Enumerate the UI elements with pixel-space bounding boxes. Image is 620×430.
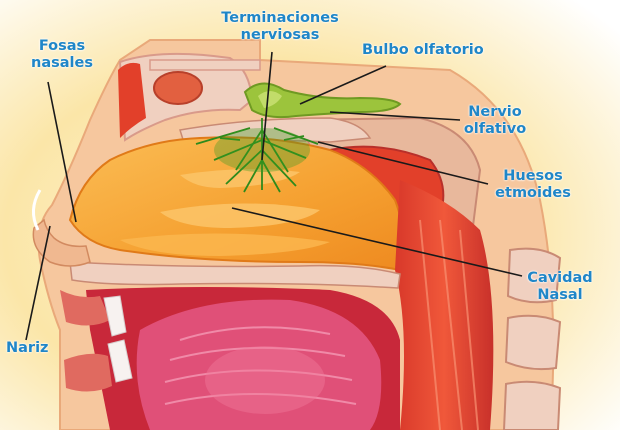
muscle-fibers [419, 219, 479, 430]
label-nariz: Nariz [6, 340, 48, 357]
skull-top-bone [149, 59, 261, 71]
label-nervio-olfativo: Nervio olfativo [452, 104, 538, 138]
nerve-endings-mass [214, 128, 310, 172]
label-bulbo-olfatorio: Bulbo olfatorio [362, 42, 484, 59]
leader-cavidad [231, 207, 523, 277]
vertebra-2 [504, 314, 562, 371]
leader-fosas [47, 81, 77, 223]
label-huesos-line2: etmoides [495, 185, 571, 201]
label-terminaciones-line1: Terminaciones [221, 10, 339, 26]
vertebra-3 [502, 380, 562, 430]
label-cavidad-line1: Cavidad [527, 270, 593, 286]
lower-incisor [107, 339, 133, 383]
leader-nariz [25, 225, 51, 341]
label-fosas-nasales: Fosas nasales [18, 38, 106, 72]
label-fosas-line2: nasales [31, 55, 93, 71]
vertebra-1 [506, 247, 562, 304]
hard-palate [69, 261, 401, 289]
leader-lines [25, 51, 523, 341]
upper-incisor [103, 295, 127, 337]
label-terminaciones-nerviosas: Terminaciones nerviosas [206, 10, 354, 44]
pharynx-muscle [395, 180, 494, 430]
upper-lip [60, 290, 110, 326]
label-huesos-line1: Huesos [503, 168, 563, 184]
frontal-muscle [118, 62, 146, 138]
label-terminaciones-line2: nerviosas [240, 27, 320, 43]
nostril-line [32, 189, 42, 231]
leader-huesos [317, 141, 489, 185]
olfactory-bulb [243, 82, 402, 119]
label-huesos-etmoides: Huesos etmoides [486, 168, 580, 202]
middle-turbinate [160, 203, 320, 228]
label-fosas-line1: Fosas [38, 38, 86, 54]
label-nervio-line1: Nervio [468, 104, 522, 120]
leader-nervio [329, 111, 461, 121]
label-bulbo-text: Bulbo olfatorio [362, 42, 484, 58]
label-cavidad-line2: Nasal [537, 287, 583, 303]
label-nariz-text: Nariz [6, 340, 49, 356]
olfactory-bulb-shade [258, 91, 282, 108]
frontal-sinus [153, 71, 203, 105]
tongue-texture [164, 326, 357, 405]
label-cavidad-nasal: Cavidad Nasal [514, 270, 606, 304]
label-nervio-line2: olfativo [463, 121, 527, 137]
lower-lip [64, 353, 112, 392]
leader-terminaciones [261, 51, 273, 161]
tongue-highlight [205, 346, 325, 414]
nerve-endings [195, 118, 319, 193]
leader-bulbo [299, 65, 387, 105]
inferior-turbinate [120, 233, 330, 256]
